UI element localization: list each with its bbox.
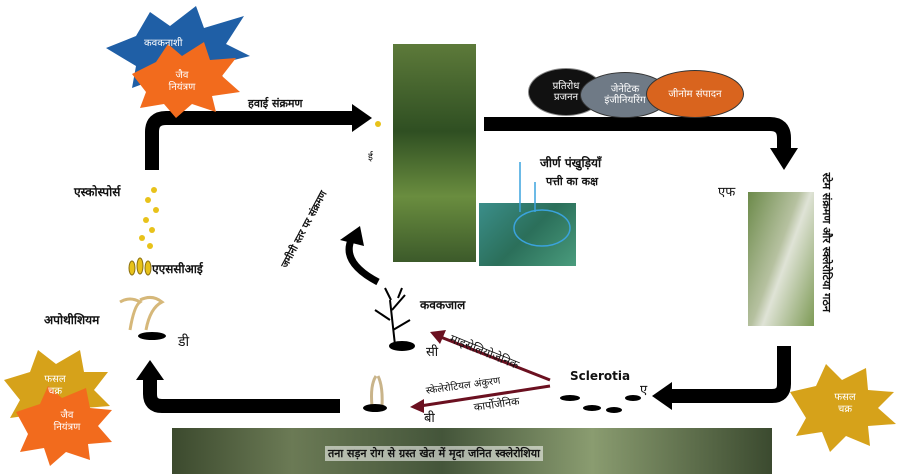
burst-biocontrol-top [132, 42, 240, 118]
label-a: ए [640, 383, 648, 398]
leaf-axil-label: पत्ती का कक्ष [546, 175, 598, 188]
resistance-breeding-text: प्रतिरोध प्रजनन [552, 81, 580, 103]
asci-label: एएससीआई [152, 262, 203, 276]
sclerotia-arrow-head [652, 382, 672, 410]
apothecium-label: अपोथीशियम [44, 313, 100, 327]
germinating-sclerotium-icon [363, 375, 387, 412]
burst-crop-rotation-right [790, 364, 896, 452]
crop-rotation-right-text: फसल चक्र [834, 392, 856, 415]
label-c: सी [426, 345, 439, 360]
sclerotia-bodies [560, 395, 641, 413]
label-d: डी [178, 334, 190, 350]
stem-lesion-photo [748, 192, 814, 326]
sclerotia-arrow [670, 346, 791, 403]
asci-icon [128, 257, 152, 276]
mycelium-icon [374, 287, 415, 351]
stem-infection-label: स्टेम संक्रमण और स्क्लेरोटिया गठन [819, 172, 833, 312]
carpogenic-arrow [419, 384, 551, 408]
fungicide-text: कवकनाशी [144, 38, 183, 49]
apothecium-icon [119, 295, 166, 340]
crop-rotation-left-text: फसल चक्र [44, 374, 66, 397]
airborne-infection-label: हवाई संक्रमण [248, 97, 303, 110]
label-e: ई [368, 152, 373, 163]
biocontrol-top-text: जैव नियंत्रण [168, 70, 196, 93]
ascospores-label: एस्कोस्पोर्स [74, 185, 121, 199]
genetic-engineering-text: जेनेटिक इंजीनियरिंग [604, 84, 646, 106]
label-f: एफ [718, 185, 736, 200]
apothecium-arrow-head [136, 360, 164, 380]
airborne-arrow-head [352, 104, 372, 132]
myceliogenic-arrow [437, 334, 551, 382]
stem-arrow [484, 117, 791, 150]
mustard-plant-photo [393, 44, 476, 262]
ground-infection-arrow-head [340, 226, 364, 246]
biocontrol-left-text: जैव नियंत्रण [53, 410, 81, 433]
genome-editing-text: जीनोम संपादन [668, 88, 722, 100]
photo-callouts [513, 162, 571, 247]
ascospore-dots [139, 121, 381, 249]
mycelium-label: कवकजाल [420, 298, 466, 312]
airborne-arrow [145, 111, 356, 170]
apothecium-arrow [143, 380, 340, 413]
stem-arrow-head [770, 148, 798, 170]
senescent-petals-label: जीर्ण पंखुड़ियाँ [540, 156, 602, 170]
field-caption: तना सड़न रोग से ग्रस्त खेत में मृदा जनित… [325, 446, 543, 461]
genome-editing-pill: जीनोम संपादन [646, 70, 744, 118]
label-b: बी [424, 411, 435, 426]
burst-biocontrol-left [16, 386, 112, 466]
sclerotia-label: Sclerotia [570, 369, 631, 383]
